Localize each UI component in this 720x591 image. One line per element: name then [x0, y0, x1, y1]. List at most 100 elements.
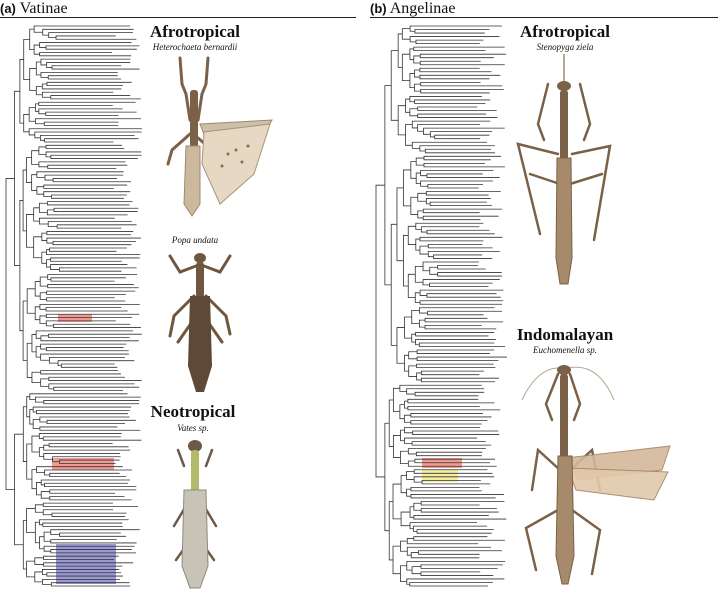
- tree-branch: [48, 356, 59, 364]
- tree-branch: [46, 62, 53, 68]
- tree-branch: [40, 58, 47, 66]
- tree-branch: [420, 564, 429, 569]
- tree-branch: [42, 509, 52, 516]
- tree-branch: [420, 377, 427, 383]
- tree-branch: [34, 118, 45, 125]
- tree-branch: [47, 221, 58, 227]
- species-label-stenopyga-ziela: Stenopyga ziela: [536, 42, 594, 52]
- tree-branch: [426, 173, 431, 178]
- tree-branch: [46, 231, 51, 236]
- tree-branch: [422, 279, 430, 286]
- species-label-euchomenella-sp: Euchomenella sp.: [533, 345, 597, 355]
- tree-branch: [50, 264, 60, 270]
- tree-branch: [44, 482, 48, 487]
- tree-branch: [397, 105, 406, 136]
- tree-branch: [60, 363, 69, 368]
- tree-branch: [419, 67, 427, 73]
- tree-branch: [406, 578, 410, 585]
- clade-highlight: [58, 314, 92, 322]
- tree-branch: [420, 370, 430, 376]
- tree-branch: [31, 435, 40, 453]
- tree-branch: [52, 240, 59, 246]
- tree-branch: [45, 320, 54, 327]
- tree-branch: [40, 71, 49, 78]
- tree-branch: [14, 90, 20, 266]
- tree-branch: [421, 479, 430, 485]
- tree-branch: [416, 356, 423, 361]
- tree-branch: [26, 396, 30, 418]
- tree-branch: [423, 127, 431, 135]
- tree-branch: [53, 386, 61, 391]
- specimen-popa-undata: [168, 253, 232, 392]
- tree-branch: [39, 536, 45, 550]
- tree-branch: [57, 360, 62, 367]
- tree-branch: [400, 565, 407, 582]
- tree-branch: [401, 28, 411, 40]
- tree-branch: [46, 419, 55, 425]
- tree-branch: [411, 333, 416, 343]
- tree-branch: [413, 46, 420, 52]
- specimen-stenopyga-ziela: [516, 54, 612, 285]
- species-label-heterochaeta-bernardii: Heterochaeta bernardii: [152, 42, 238, 52]
- tree-branch: [46, 81, 51, 87]
- tree-branch: [44, 174, 54, 181]
- tree-branch: [420, 226, 428, 233]
- tree-branch: [427, 243, 436, 249]
- tree-branch: [43, 453, 53, 460]
- tree-branch: [46, 201, 51, 206]
- tree-branch: [44, 469, 50, 476]
- tree-branch: [407, 225, 416, 245]
- phylogeny-tree-angelinae: [375, 25, 507, 587]
- panel-angelinae: (b) Angelinae Afrotropical Stenopyga zie…: [370, 0, 720, 591]
- tree-branch: [45, 307, 54, 312]
- tree-branch: [388, 501, 394, 561]
- tree-branch: [400, 475, 407, 494]
- tree-branch: [46, 209, 55, 216]
- tree-branch: [47, 75, 57, 80]
- tree-branch: [50, 257, 60, 262]
- tree-branch: [410, 552, 419, 559]
- tree-branch: [43, 400, 48, 405]
- tree-branch: [22, 169, 27, 232]
- tree-branch: [411, 441, 420, 446]
- tree-branch: [35, 61, 41, 76]
- tree-branch: [408, 365, 417, 377]
- tree-branch: [419, 319, 426, 328]
- tree-branch: [35, 86, 43, 96]
- tree-branch: [43, 555, 49, 560]
- tree-branch: [41, 578, 52, 585]
- tree-branch: [48, 333, 55, 338]
- tree-branch: [413, 515, 417, 520]
- tree-branch: [406, 488, 411, 497]
- tree-branch: [45, 45, 53, 50]
- tree-branch: [414, 292, 421, 303]
- tree-branch: [413, 469, 421, 474]
- tree-branch: [410, 196, 418, 215]
- tree-branch: [415, 172, 421, 185]
- tree-branch: [400, 511, 411, 527]
- tree-branch: [426, 229, 436, 235]
- tree-branch: [414, 83, 421, 92]
- tree-branch: [422, 208, 432, 214]
- tree-branch: [33, 44, 40, 55]
- tree-branch: [422, 261, 430, 272]
- tree-branch: [26, 342, 32, 378]
- tree-branch: [411, 141, 420, 149]
- tree-branch: [414, 99, 423, 104]
- tree-branch: [39, 276, 48, 287]
- tree-branch: [437, 272, 444, 277]
- region-label-neotropical: Neotropical: [150, 402, 236, 421]
- tree-branch: [404, 400, 408, 409]
- tree-branch: [416, 349, 422, 354]
- tree-branch: [406, 560, 413, 571]
- tree-branch: [46, 237, 53, 244]
- tree-branch: [402, 235, 409, 287]
- tree-branch: [419, 289, 427, 296]
- tree-branch: [413, 476, 423, 483]
- tree-branch: [409, 506, 414, 518]
- tree-branch: [42, 502, 52, 507]
- tree-branch: [414, 391, 421, 397]
- tree-branch: [406, 471, 415, 480]
- tree-branch: [408, 351, 418, 360]
- tree-branch: [36, 186, 44, 195]
